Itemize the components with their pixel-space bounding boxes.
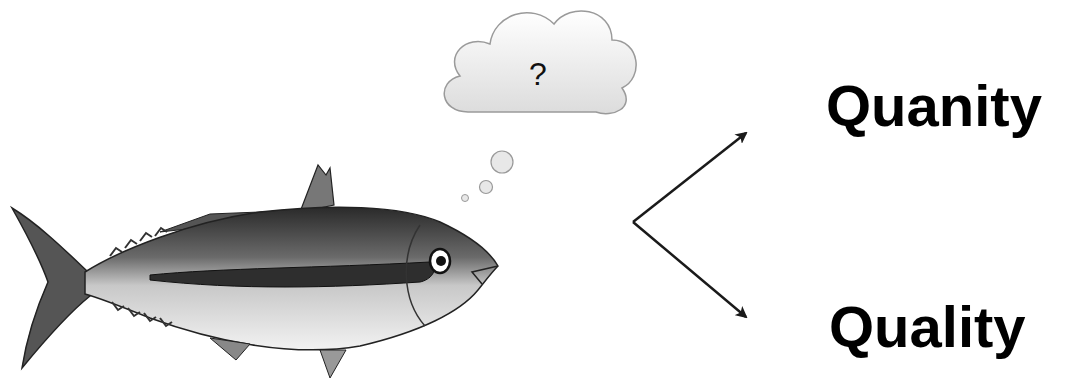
- tuna-fish: [12, 165, 498, 378]
- option-label: Quality: [829, 293, 1026, 360]
- thought-bubbles: [462, 151, 514, 202]
- option-label: Quanity: [826, 72, 1042, 139]
- thought-cloud: ?: [432, 0, 644, 120]
- split-arrows: [633, 133, 746, 317]
- cloud-text: ?: [432, 56, 644, 93]
